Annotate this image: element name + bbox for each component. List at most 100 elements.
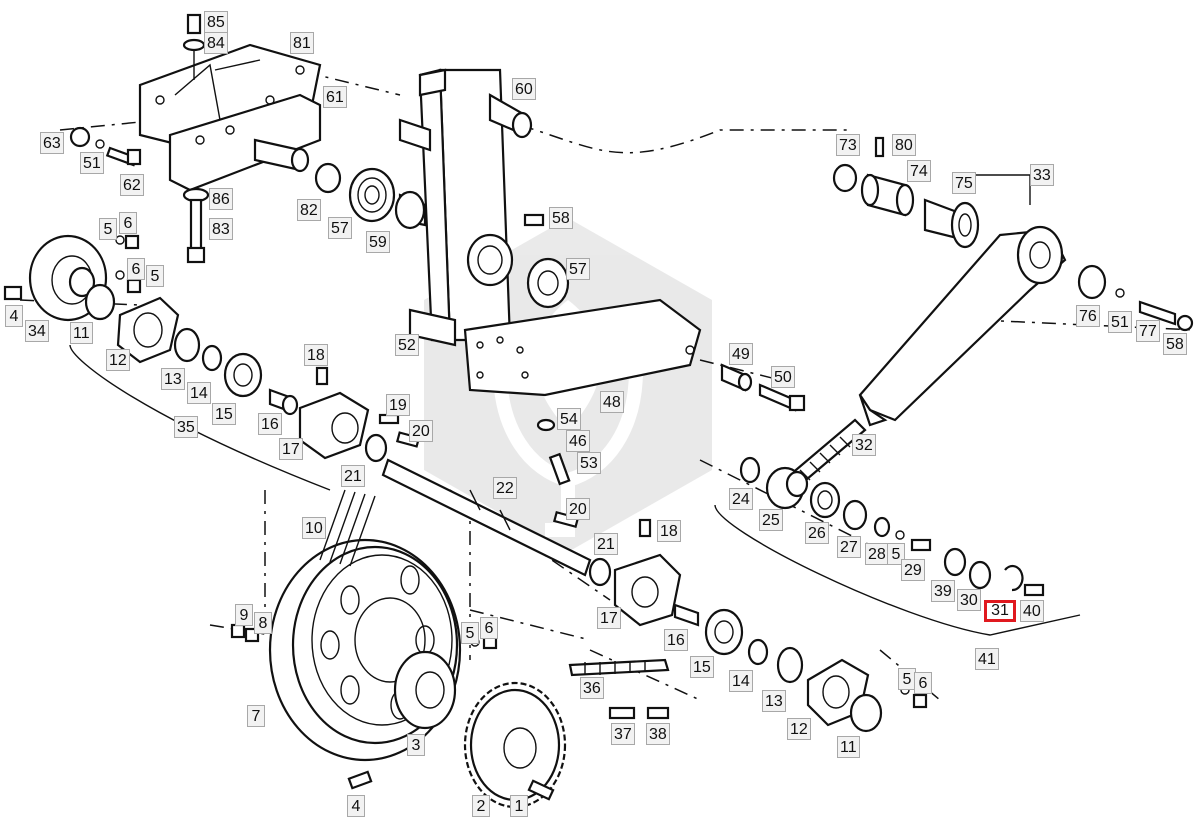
callout-61[interactable]: 61	[323, 86, 347, 108]
callout-59[interactable]: 59	[366, 231, 390, 253]
callout-24[interactable]: 24	[729, 488, 753, 510]
callout-34[interactable]: 34	[25, 320, 49, 342]
callout-13-left[interactable]: 13	[161, 368, 185, 390]
callout-15-right[interactable]: 15	[690, 656, 714, 678]
callout-2[interactable]: 2	[472, 795, 490, 817]
callout-51-right[interactable]: 51	[1108, 311, 1132, 333]
bushing-74	[860, 173, 915, 217]
callout-40[interactable]: 40	[1020, 600, 1044, 622]
callout-16-left[interactable]: 16	[258, 413, 282, 435]
bolt-53	[536, 418, 571, 486]
callout-49[interactable]: 49	[729, 343, 753, 365]
callout-10[interactable]: 10	[302, 517, 326, 539]
callout-54[interactable]: 54	[557, 408, 581, 430]
ring-73	[832, 163, 858, 193]
belts-10	[319, 489, 376, 567]
callout-13-right[interactable]: 13	[762, 690, 786, 712]
callout-9[interactable]: 9	[235, 604, 253, 626]
insert-16-right	[673, 603, 700, 627]
callout-1[interactable]: 1	[510, 795, 528, 817]
callout-63[interactable]: 63	[40, 132, 64, 154]
callout-41[interactable]: 41	[975, 648, 999, 670]
callout-14-right[interactable]: 14	[729, 670, 753, 692]
callout-29[interactable]: 29	[901, 559, 925, 581]
callout-74[interactable]: 74	[907, 160, 931, 182]
callout-83[interactable]: 83	[209, 218, 233, 240]
callout-25[interactable]: 25	[759, 509, 783, 531]
callout-58[interactable]: 58	[549, 207, 573, 229]
washer-76	[1077, 264, 1107, 300]
callout-7[interactable]: 7	[247, 705, 265, 727]
callout-12-right[interactable]: 12	[787, 718, 811, 740]
callout-6-c[interactable]: 6	[914, 672, 932, 694]
callout-57[interactable]: 57	[328, 217, 352, 239]
callout-5-a[interactable]: 5	[99, 218, 117, 240]
callout-75[interactable]: 75	[952, 172, 976, 194]
callout-6-d[interactable]: 6	[480, 617, 498, 639]
callout-22[interactable]: 22	[493, 477, 517, 499]
callout-16-right[interactable]: 16	[664, 629, 688, 651]
callout-52[interactable]: 52	[395, 334, 419, 356]
callout-4-bottom[interactable]: 4	[347, 795, 365, 817]
callout-80[interactable]: 80	[892, 134, 916, 156]
callout-6-b[interactable]: 6	[127, 258, 145, 280]
callout-36[interactable]: 36	[580, 677, 604, 699]
nuts-9-8	[230, 623, 260, 643]
callout-20-left[interactable]: 20	[409, 420, 433, 442]
callout-6-a[interactable]: 6	[119, 212, 137, 234]
ring-30	[968, 560, 992, 590]
callout-17-right[interactable]: 17	[597, 607, 621, 629]
callout-84[interactable]: 84	[204, 32, 228, 54]
callout-46[interactable]: 46	[566, 430, 590, 452]
callout-50[interactable]: 50	[771, 366, 795, 388]
callout-19[interactable]: 19	[386, 394, 410, 416]
callout-5-right[interactable]: 5	[887, 543, 905, 565]
callout-57-upper[interactable]: 57	[566, 258, 590, 280]
callout-32[interactable]: 32	[852, 434, 876, 456]
callout-58-right[interactable]: 58	[1163, 333, 1187, 355]
callout-86[interactable]: 86	[209, 188, 233, 210]
callout-38[interactable]: 38	[646, 723, 670, 745]
callout-4-left[interactable]: 4	[5, 305, 23, 327]
callout-48[interactable]: 48	[600, 391, 624, 413]
ring-14-right	[747, 638, 769, 666]
callout-20-right[interactable]: 20	[566, 498, 590, 520]
callout-77[interactable]: 77	[1136, 320, 1160, 342]
callout-39[interactable]: 39	[931, 580, 955, 602]
callout-53[interactable]: 53	[577, 452, 601, 474]
callout-15-left[interactable]: 15	[212, 403, 236, 425]
callout-81[interactable]: 81	[290, 32, 314, 54]
callout-3[interactable]: 3	[407, 734, 425, 756]
callout-5-b[interactable]: 5	[146, 265, 164, 287]
callout-73[interactable]: 73	[836, 134, 860, 156]
callout-21-right[interactable]: 21	[594, 533, 618, 555]
callout-17-left[interactable]: 17	[279, 438, 303, 460]
callout-60[interactable]: 60	[512, 78, 536, 100]
callout-8[interactable]: 8	[254, 612, 272, 634]
washer-28	[873, 516, 891, 538]
callout-12-left[interactable]: 12	[106, 349, 130, 371]
callout-35[interactable]: 35	[174, 416, 198, 438]
callout-18-left[interactable]: 18	[304, 344, 328, 366]
callout-82[interactable]: 82	[297, 199, 321, 221]
callout-51[interactable]: 51	[80, 152, 104, 174]
callout-11-left[interactable]: 11	[70, 322, 93, 344]
bushing-59	[394, 190, 427, 230]
callout-30[interactable]: 30	[957, 589, 981, 611]
callout-11-right[interactable]: 11	[837, 736, 860, 758]
callout-26[interactable]: 26	[805, 522, 829, 544]
callout-85[interactable]: 85	[204, 11, 228, 33]
callout-5-e[interactable]: 5	[461, 622, 479, 644]
link-38	[646, 706, 670, 720]
callout-37[interactable]: 37	[611, 723, 635, 745]
callout-28[interactable]: 28	[865, 543, 889, 565]
callout-62[interactable]: 62	[120, 174, 144, 196]
callout-76[interactable]: 76	[1076, 305, 1100, 327]
callout-18-right[interactable]: 18	[657, 520, 681, 542]
collar-13-left	[173, 327, 201, 363]
callout-33[interactable]: 33	[1030, 164, 1054, 186]
callout-21-left[interactable]: 21	[341, 465, 365, 487]
callout-27[interactable]: 27	[837, 536, 861, 558]
callout-14-left[interactable]: 14	[187, 382, 211, 404]
callout-31-highlighted[interactable]: 31	[984, 600, 1016, 622]
